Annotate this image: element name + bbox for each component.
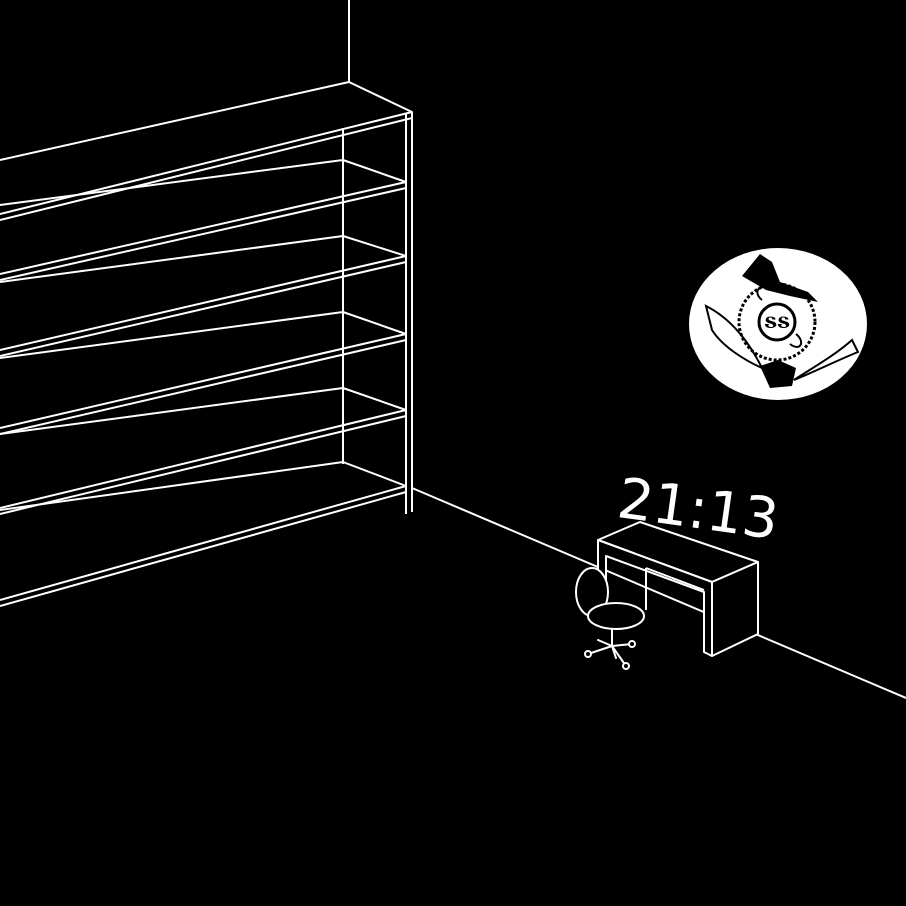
emblem-scroll bbox=[756, 286, 803, 348]
bookshelf-shelf-front bbox=[0, 491, 407, 607]
emblem-outer-ring bbox=[737, 282, 817, 362]
desk-icon[interactable] bbox=[597, 521, 759, 657]
desk-right-side bbox=[711, 561, 759, 657]
desk-knee-space bbox=[645, 567, 705, 591]
bookshelf-shelf bbox=[0, 235, 407, 351]
office-chair-icon[interactable] bbox=[575, 567, 645, 670]
chair-wheel bbox=[584, 650, 592, 658]
bookshelf-shelf bbox=[0, 311, 407, 429]
chair-wheel bbox=[622, 662, 630, 670]
emblem-inner-ring bbox=[757, 302, 797, 342]
chair-wheel bbox=[628, 640, 636, 648]
bookshelf-shelf bbox=[0, 159, 407, 275]
bookshelf-top bbox=[0, 81, 413, 215]
bookshelf-shelf-front bbox=[0, 261, 407, 357]
chair-seat bbox=[587, 602, 645, 630]
chair-base bbox=[587, 639, 633, 667]
bookshelf-shelf-front bbox=[0, 187, 407, 281]
floor-wall-line bbox=[411, 487, 906, 699]
room-edges bbox=[348, 0, 906, 699]
emblem-right-wing bbox=[793, 338, 860, 381]
emblem-bird-body bbox=[760, 360, 796, 388]
bookshelf-icon[interactable] bbox=[0, 81, 413, 607]
bookshelf-shelf bbox=[0, 461, 407, 601]
bookshelf-shelf-front bbox=[0, 339, 407, 435]
bookshelf-shelf-front bbox=[0, 415, 407, 515]
emblem-lettering: ՏՏ bbox=[764, 313, 790, 332]
bookshelf-shelf bbox=[0, 387, 407, 509]
wall-emblem-icon[interactable]: ՏՏ bbox=[689, 248, 867, 400]
